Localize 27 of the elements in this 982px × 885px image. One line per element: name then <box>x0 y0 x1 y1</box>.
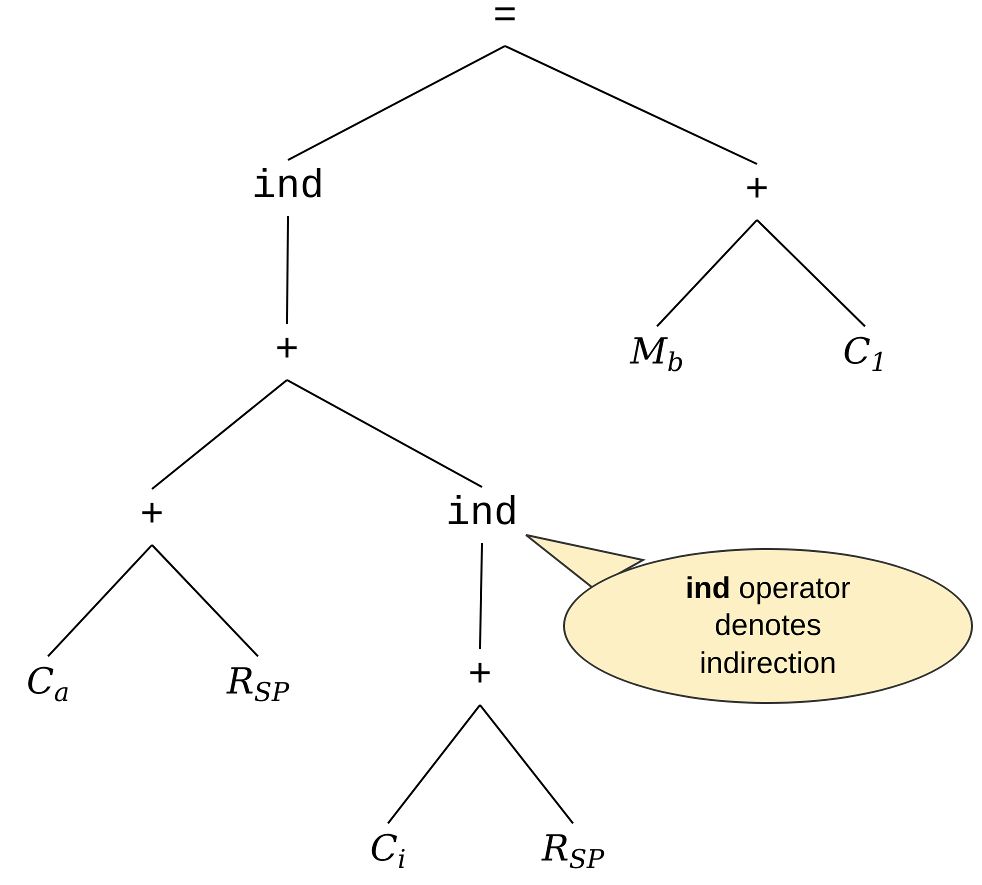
variable-label: R$_{SP}$ <box>540 827 606 877</box>
operator-label: ind <box>444 491 520 539</box>
tree-branch <box>756 219 866 328</box>
variable-label: C$_{1}$ <box>840 330 890 380</box>
operator-label: = <box>491 0 519 42</box>
variable-label: R$_{SP}$ <box>224 660 292 710</box>
variable-label: C$_{a}$ <box>24 660 72 710</box>
operator-label: ind <box>250 164 326 212</box>
tree-branch <box>286 379 482 488</box>
operator-label: + <box>743 168 771 216</box>
tree-branch <box>286 216 289 324</box>
tree-branch <box>151 544 259 658</box>
operator-label: + <box>466 653 494 701</box>
callout-text: ind operator denotes indirection <box>684 570 852 682</box>
tree-branch <box>387 704 481 824</box>
operator-label: + <box>273 328 301 376</box>
variable-label: M$_{b}$ <box>628 330 686 380</box>
speech-bubble-tail <box>525 534 646 590</box>
operator-label: + <box>138 493 166 541</box>
tree-branch <box>656 219 758 328</box>
tree-branch <box>479 542 483 650</box>
tree-branch <box>479 704 574 824</box>
tree-branch <box>504 45 758 165</box>
tree-branch <box>151 379 288 490</box>
tree-branch <box>288 45 506 161</box>
tree-branch <box>47 544 153 658</box>
variable-label: C$_{i}$ <box>368 827 408 877</box>
